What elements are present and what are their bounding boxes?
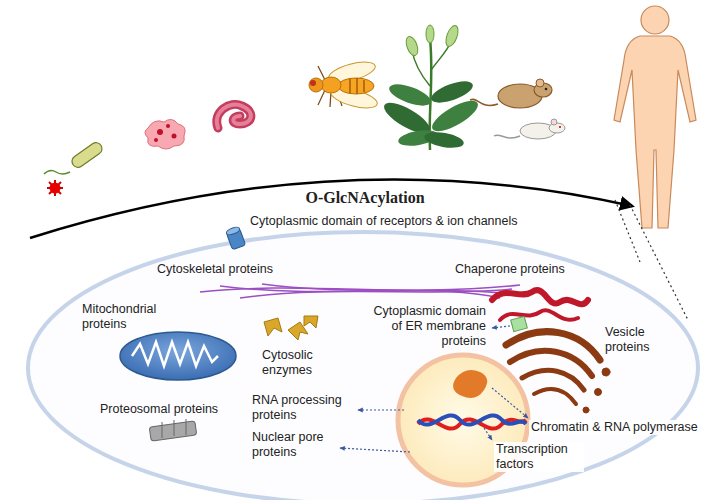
proteasome-icon	[149, 419, 197, 441]
er-golgi-icon	[583, 407, 589, 413]
plant-icon	[429, 77, 476, 107]
evolution-arrow	[30, 179, 632, 238]
pointer-arrows	[340, 448, 410, 452]
protein-label: Cytosolic enzymes	[262, 348, 334, 378]
proteasome-icon	[162, 419, 186, 438]
protein-label: Vesicle proteins	[605, 325, 667, 355]
cell-membrane	[28, 232, 698, 500]
virus-icon	[49, 182, 61, 194]
er-golgi-icon	[522, 370, 584, 390]
er-golgi-icon	[595, 389, 602, 396]
pointer-arrows	[340, 326, 528, 452]
human-icon	[614, 36, 696, 228]
bacterium-icon	[70, 140, 105, 169]
mitochondrion-icon	[120, 332, 236, 380]
worm-icon	[217, 104, 251, 128]
protein-label: Chaperone proteins	[455, 262, 585, 277]
virus-icon	[50, 183, 61, 194]
fly-icon	[318, 90, 325, 105]
er-golgi-icon	[534, 389, 576, 404]
chaperone-icon	[492, 290, 588, 320]
protein-label: Cytoplasmic domain of receptors & ion ch…	[250, 214, 550, 229]
worm-icon	[217, 104, 251, 128]
protein-label: Nuclear pore proteins	[252, 430, 338, 460]
plant-icon	[423, 130, 465, 151]
fly-icon	[338, 78, 374, 94]
protein-label: Cytoplasmic domain of ER membrane protei…	[360, 304, 486, 349]
plant-icon	[387, 80, 434, 110]
mouse-icon	[545, 88, 548, 91]
pointer-arrows	[492, 326, 510, 328]
enzyme-icons	[264, 318, 282, 336]
worm-icon	[217, 104, 251, 128]
receptor-icon	[225, 226, 245, 250]
enzyme-icons	[304, 316, 318, 328]
pointer-arrows	[484, 428, 492, 440]
mitochondrion-icon	[132, 342, 218, 366]
er-membrane-protein	[511, 316, 528, 331]
protist-icon	[157, 129, 163, 135]
protist-icon	[145, 119, 185, 149]
protein-label: Chromatin & RNA polymerase	[529, 420, 705, 435]
mouse-icon	[536, 79, 544, 87]
zoom-lines	[615, 200, 640, 262]
er-golgi-icon	[602, 368, 610, 376]
chaperone-icon	[492, 290, 588, 304]
protein-label: Cytoskeletal proteins	[157, 262, 307, 277]
fly-icon	[309, 58, 379, 112]
human-icon	[614, 6, 696, 228]
receptor-icon	[225, 226, 240, 236]
protist-icon	[166, 124, 170, 128]
plant-icon	[444, 24, 461, 48]
protist-icon	[145, 119, 185, 149]
human-icon	[641, 6, 669, 34]
pointer-arrows	[492, 388, 528, 418]
bacterium-icon	[44, 140, 104, 174]
nucleus-icon	[453, 370, 487, 398]
cytoskeleton-fibers	[262, 284, 500, 298]
fly-icon	[350, 78, 364, 94]
fly-icon	[321, 77, 341, 93]
bacterium-icon	[44, 170, 70, 174]
protein-label: Proteosomal proteins	[100, 402, 235, 417]
mouse-icon	[494, 135, 520, 138]
virus-icon	[47, 180, 63, 196]
mouse-icon	[549, 123, 565, 133]
mitochondrion-icon	[120, 332, 236, 380]
mouse-icon	[470, 99, 498, 105]
protein-label: Mitochondrial proteins	[82, 302, 174, 332]
mouse-icon	[470, 79, 552, 108]
chaperone-icon	[500, 310, 578, 320]
mouse-icon	[559, 126, 561, 128]
protist-icon	[154, 138, 158, 142]
nucleus-icon	[418, 415, 526, 424]
protein-label: Transcription factors	[494, 442, 584, 472]
plant-icon	[380, 24, 482, 150]
virus-icon	[47, 180, 63, 196]
enzyme-icons	[264, 316, 318, 340]
protist-icon	[172, 134, 177, 139]
protein-label: RNA processing proteins	[252, 393, 356, 423]
mouse-icon	[494, 119, 565, 139]
mouse-icon	[551, 119, 557, 125]
process-label: O-GlcNAcylation	[270, 188, 460, 207]
plant-icon	[412, 40, 452, 86]
cytoskeleton-fibers	[200, 284, 525, 298]
fly-icon	[318, 66, 325, 80]
fly-icon	[310, 80, 316, 86]
pointer-arrows	[358, 409, 404, 410]
plant-icon	[404, 35, 420, 57]
plant-icon	[426, 25, 434, 43]
virus-icon	[49, 182, 61, 194]
proteasome-icon	[149, 421, 197, 441]
fly-icon	[309, 78, 323, 92]
